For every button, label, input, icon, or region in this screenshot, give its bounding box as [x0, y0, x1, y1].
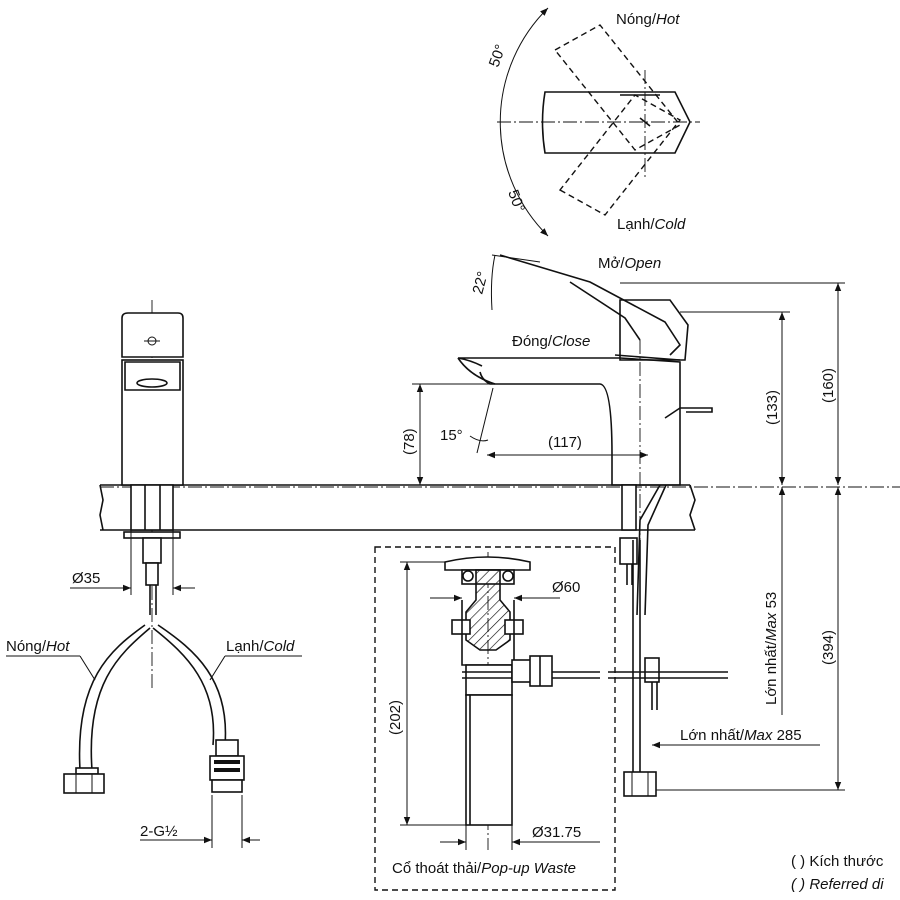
dim-117: (117) — [548, 434, 582, 451]
dim-133: (133) — [764, 390, 781, 425]
thread-label: 2-G½ — [140, 823, 178, 840]
reference-note: ( ) Kích thước ( ) Referred di — [791, 853, 884, 893]
close-label: Đóng/Close — [512, 333, 590, 350]
popup-waste-label: Cổ thoát thải/Pop-up Waste — [392, 860, 576, 877]
note-en: ( ) Referred di — [791, 876, 884, 893]
note-vi: ( ) Kích thước — [791, 853, 884, 870]
dim-60: Ø60 — [552, 579, 580, 596]
open-label: Mở/Open — [598, 255, 661, 272]
spout-angle-label: 15° — [440, 427, 463, 444]
cold-label-top: Lạnh/Cold — [617, 216, 686, 233]
front-view: Ø35 2-G½ Nóng/Hot Lạnh/Cold — [6, 300, 302, 848]
cold-hose-label: Lạnh/Cold — [226, 638, 295, 655]
hot-hose-label: Nóng/Hot — [6, 638, 70, 655]
countertop — [99, 484, 900, 531]
side-view: 22° Mở/Open Đóng/Close (78) 15° (117) (1… — [401, 254, 845, 797]
lever-angle-label: 22° — [469, 270, 491, 296]
popup-waste-detail: Ø60 (202) Ø31.75 Cổ thoát thải/Pop-up Wa… — [374, 546, 616, 891]
max-53-label: Lớn nhất/Max 53 — [763, 592, 780, 705]
dim-160: (160) — [820, 368, 837, 403]
dim-202: (202) — [387, 700, 404, 735]
top-angle-label: 50° — [486, 42, 510, 69]
top-view: 50° 50° Nóng/Hot Lạnh/Cold — [486, 7, 700, 237]
dim-35: Ø35 — [72, 570, 100, 587]
hot-label-top: Nóng/Hot — [616, 11, 680, 28]
bottom-angle-label: 50° — [504, 188, 528, 215]
max-285-label: Lớn nhất/Max 285 — [680, 727, 802, 744]
dim-394: (394) — [820, 630, 837, 665]
dim-31-75: Ø31.75 — [532, 824, 581, 841]
dim-78: (78) — [401, 428, 418, 455]
